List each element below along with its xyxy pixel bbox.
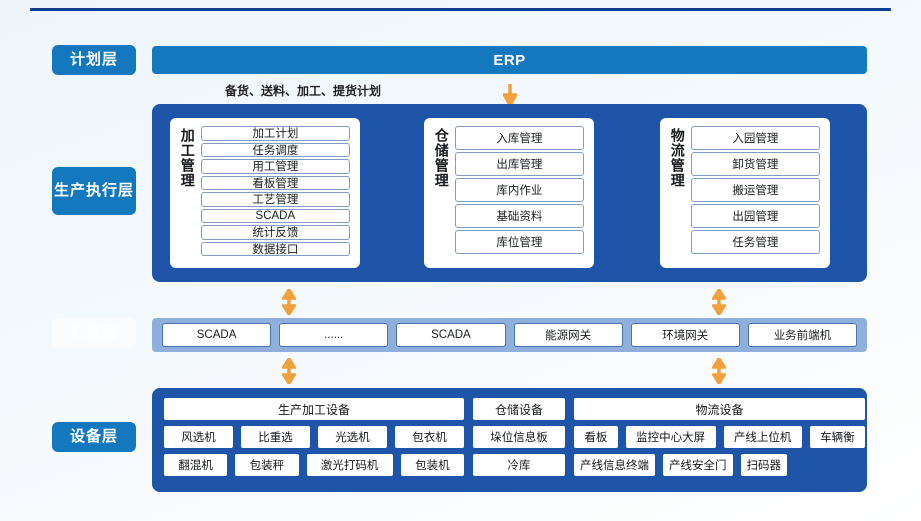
layer-label-plan: 计划层 (52, 45, 136, 75)
module-item[interactable]: 任务调度 (200, 142, 350, 157)
module-item[interactable]: 统计反馈 (200, 225, 350, 240)
erp-flow-note: 备货、送料、加工、提货计划 (225, 84, 382, 98)
layer-label-execution: 生产执行层 (52, 167, 136, 215)
device-group-logistics: 物流设备 看板 监控中心大屏 产线上位机 车辆衡 产线信息终端 产线安全门 扫码… (574, 398, 865, 482)
device-cell[interactable]: 风选机 (164, 426, 233, 448)
group-logistics: 物流管理 入园管理 卸货管理 搬运管理 出园管理 任务管理 (660, 118, 830, 268)
group-logistics-title: 物流管理 (669, 128, 686, 188)
aggregation-item[interactable]: 业务前端机 (747, 323, 858, 347)
device-row: 垛位信息板 (473, 426, 565, 448)
group-warehouse: 仓储管理 入库管理 出库管理 库内作业 基础资料 库位管理 (424, 118, 594, 268)
device-cell[interactable]: 产线安全门 (663, 454, 733, 476)
device-row: 冷库 (473, 454, 565, 476)
erp-bar: ERP (152, 46, 867, 74)
aggregation-item[interactable]: ...... (279, 323, 389, 347)
device-layer-panel: 生产加工设备 风选机 比重选 光选机 包衣机 翻混机 包装秤 激光打码机 包装机… (152, 388, 867, 492)
device-cell[interactable]: 看板 (574, 426, 618, 448)
module-item[interactable]: 任务管理 (690, 230, 820, 254)
top-divider (30, 8, 891, 11)
module-item[interactable]: 入园管理 (690, 126, 820, 150)
device-group-header: 物流设备 (574, 398, 865, 420)
execution-layer-panel: 加工管理 加工计划 任务调度 用工管理 看板管理 工艺管理 SCADA 统计反馈… (152, 104, 867, 282)
device-cell[interactable]: 监控中心大屏 (625, 426, 716, 448)
erp-title: ERP (493, 51, 526, 69)
module-item[interactable]: 库内作业 (454, 178, 584, 202)
module-item[interactable]: 出园管理 (690, 204, 820, 228)
group-warehouse-items: 入库管理 出库管理 库内作业 基础资料 库位管理 (454, 126, 584, 254)
device-cell[interactable]: 包衣机 (395, 426, 464, 448)
device-cell[interactable]: 产线信息终端 (574, 454, 655, 476)
aggregation-item[interactable]: 环境网关 (630, 323, 740, 347)
arrow-up-down-icon (282, 358, 296, 384)
device-group-header: 生产加工设备 (164, 398, 464, 420)
arrow-up-down-icon (282, 289, 296, 315)
module-item[interactable]: 搬运管理 (690, 178, 820, 202)
device-group-warehouse: 仓储设备 垛位信息板 冷库 (473, 398, 565, 482)
module-item[interactable]: 用工管理 (200, 159, 350, 174)
device-group-production: 生产加工设备 风选机 比重选 光选机 包衣机 翻混机 包装秤 激光打码机 包装机 (164, 398, 464, 482)
device-cell[interactable]: 产线上位机 (723, 426, 802, 448)
arrow-up-down-icon (712, 289, 726, 315)
device-group-header: 仓储设备 (473, 398, 565, 420)
aggregation-item[interactable]: SCADA (162, 323, 272, 347)
device-cell[interactable]: 包装机 (400, 454, 464, 476)
device-row: 产线信息终端 产线安全门 扫码器 (574, 454, 865, 476)
aggregation-item[interactable]: 能源网关 (513, 323, 623, 347)
arrow-up-down-icon (712, 358, 726, 384)
module-item[interactable]: 基础资料 (454, 204, 584, 228)
device-cell[interactable]: 包装秤 (235, 454, 299, 476)
aggregation-layer-band: SCADA ...... SCADA 能源网关 环境网关 业务前端机 (152, 318, 867, 352)
layer-label-execution-text: 生产执行层 (53, 181, 134, 199)
module-item[interactable]: 库位管理 (454, 230, 584, 254)
device-cell[interactable]: 垛位信息板 (473, 426, 565, 448)
device-cell[interactable]: 光选机 (318, 426, 387, 448)
device-cell[interactable]: 比重选 (241, 426, 310, 448)
arrow-down-icon (503, 84, 517, 106)
device-cell[interactable]: 扫码器 (740, 454, 787, 476)
group-processing-title: 加工管理 (179, 128, 196, 188)
module-item[interactable]: 出库管理 (454, 152, 584, 176)
module-item[interactable]: 工艺管理 (200, 192, 350, 207)
module-item[interactable]: 卸货管理 (690, 152, 820, 176)
module-item[interactable]: 数据接口 (200, 241, 350, 256)
device-cell[interactable]: 车辆衡 (809, 426, 865, 448)
group-logistics-items: 入园管理 卸货管理 搬运管理 出园管理 任务管理 (690, 126, 820, 254)
group-processing: 加工管理 加工计划 任务调度 用工管理 看板管理 工艺管理 SCADA 统计反馈… (170, 118, 360, 268)
aggregation-item[interactable]: SCADA (396, 323, 506, 347)
layer-label-device-text: 设备层 (69, 427, 118, 445)
device-cell[interactable]: 翻混机 (164, 454, 228, 476)
layer-label-plan-text: 计划层 (69, 50, 118, 68)
device-row: 看板 监控中心大屏 产线上位机 车辆衡 (574, 426, 865, 448)
layer-label-aggregation: 汇聚层 (52, 318, 136, 348)
device-cell[interactable]: 冷库 (473, 454, 565, 476)
device-row: 风选机 比重选 光选机 包衣机 (164, 426, 464, 448)
module-item[interactable]: 加工计划 (200, 126, 350, 141)
device-row: 翻混机 包装秤 激光打码机 包装机 (164, 454, 464, 476)
layer-label-device: 设备层 (52, 422, 136, 452)
group-processing-items: 加工计划 任务调度 用工管理 看板管理 工艺管理 SCADA 统计反馈 数据接口 (200, 126, 350, 256)
layer-label-aggregation-text: 汇聚层 (69, 323, 118, 341)
device-cell[interactable]: 激光打码机 (306, 454, 393, 476)
module-item[interactable]: SCADA (200, 208, 350, 223)
module-item[interactable]: 看板管理 (200, 175, 350, 190)
group-warehouse-title: 仓储管理 (433, 128, 450, 188)
module-item[interactable]: 入库管理 (454, 126, 584, 150)
